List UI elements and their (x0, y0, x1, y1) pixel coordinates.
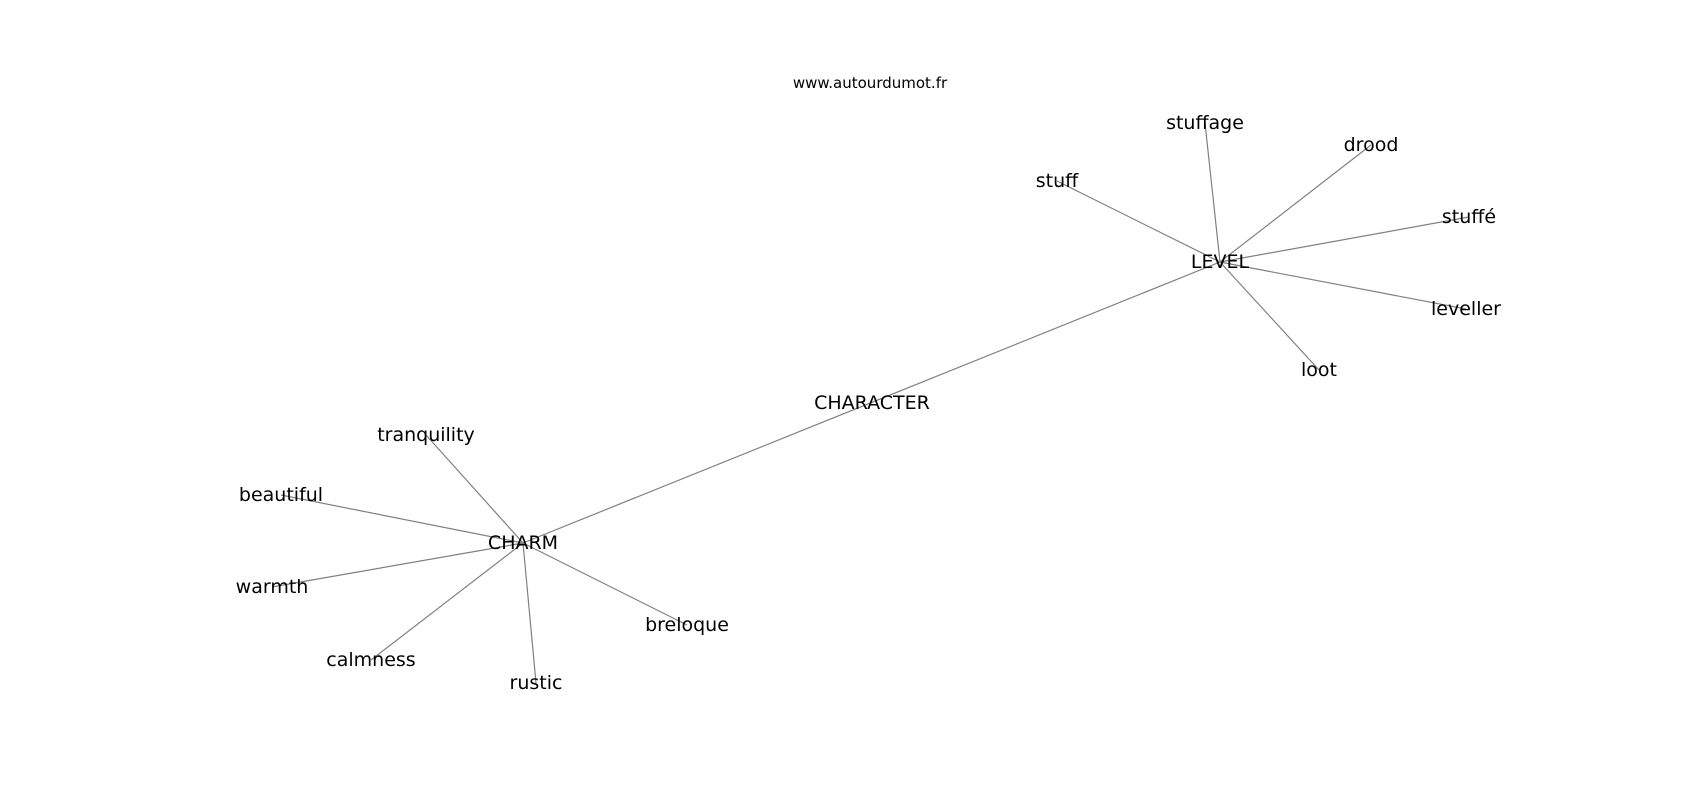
edge-charm-warmth (271, 542, 524, 588)
node-drood[interactable]: drood (1344, 134, 1399, 156)
edge-charm-breloque (522, 542, 688, 626)
edge-charm-beautiful (280, 494, 524, 544)
edge-level-stuffe (1219, 216, 1470, 263)
node-beautiful[interactable]: beautiful (239, 484, 323, 506)
edge-charm-rustic (522, 542, 537, 684)
node-stuff[interactable]: stuff (1036, 170, 1079, 192)
node-calmness[interactable]: calmness (326, 649, 415, 671)
node-tranquility[interactable]: tranquility (377, 424, 475, 446)
node-loot[interactable]: loot (1301, 359, 1337, 381)
edges-layer (271, 122, 1470, 684)
node-stuffage[interactable]: stuffage (1166, 112, 1244, 134)
edge-charm-calmness (370, 542, 524, 661)
edge-level-loot (1219, 261, 1320, 371)
node-leveller[interactable]: leveller (1431, 298, 1501, 320)
edge-level-charm (522, 261, 1221, 544)
node-warmth[interactable]: warmth (236, 576, 309, 598)
edge-level-stuff (1056, 180, 1221, 263)
node-stuffe[interactable]: stuffé (1442, 206, 1496, 228)
edge-charm-tranquility (425, 434, 524, 544)
node-level[interactable]: LEVEL (1191, 251, 1250, 273)
edge-level-leveller (1219, 261, 1467, 310)
watermark-text[interactable]: www.autourdumot.fr (793, 74, 948, 92)
node-character[interactable]: CHARACTER (814, 392, 930, 414)
node-rustic[interactable]: rustic (510, 672, 563, 694)
node-breloque[interactable]: breloque (645, 614, 729, 636)
node-charm[interactable]: CHARM (488, 532, 558, 554)
edge-level-drood (1219, 144, 1372, 263)
edge-level-stuffage (1204, 122, 1221, 263)
nodes-layer: CHARACTER LEVEL CHARM stuffage drood stuff stu… (236, 112, 1502, 694)
